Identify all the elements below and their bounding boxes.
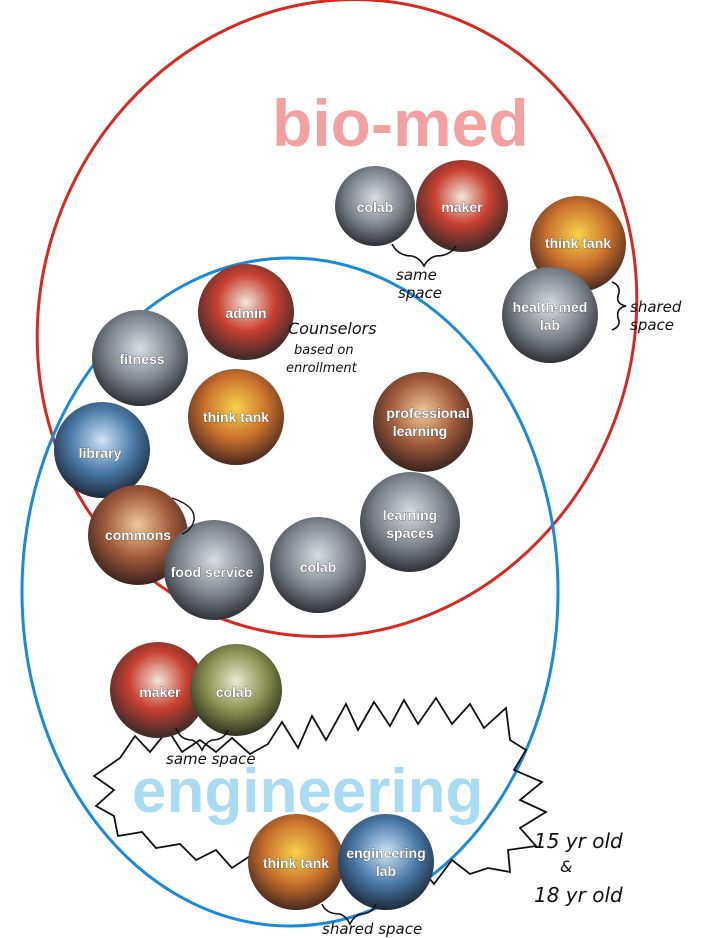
bubble-label: health-med xyxy=(513,299,588,315)
note-same-space-bottom: same space xyxy=(166,750,256,768)
bubble-label: learning xyxy=(383,507,437,523)
bubble-label: colab xyxy=(357,199,394,215)
bubble-label: engineering xyxy=(346,845,425,861)
bubble-label: lab xyxy=(376,863,396,879)
space-bubble-think-tank-bottom: think tank xyxy=(248,814,344,910)
space-bubble-professional-learning: professional learning xyxy=(373,372,473,472)
space-bubble-maker-top: maker xyxy=(416,160,508,252)
bubble-label: colab xyxy=(300,559,337,575)
space-bubble-food-service: food service xyxy=(164,520,264,620)
engineering-burst xyxy=(92,696,548,886)
bubble-label: spaces xyxy=(386,525,434,541)
space-bubble-engineering-lab: engineering lab xyxy=(338,814,434,910)
bubble-label: maker xyxy=(139,684,181,700)
counselor-swoosh xyxy=(171,497,195,535)
note-based-on-1: based on xyxy=(294,343,354,358)
biomed-title: bio-med xyxy=(272,86,529,160)
space-bubble-colab-bottom: colab xyxy=(190,644,282,736)
note-age-1: 15 yr old xyxy=(534,829,623,853)
bracket-shared-space-bottom xyxy=(321,903,377,926)
bubble-label: admin xyxy=(225,305,266,321)
bubble-label: commons xyxy=(105,527,171,543)
bubble-label: food service xyxy=(171,564,254,580)
note-same-space-top-1: same xyxy=(396,266,437,284)
bubble-label: think tank xyxy=(263,855,329,871)
note-age-3: 18 yr old xyxy=(534,883,623,907)
bubble-label: learning xyxy=(393,423,447,439)
space-bubble-colab-mid: colab xyxy=(270,517,366,613)
bubble-label: lab xyxy=(540,317,560,333)
bubble-label: think tank xyxy=(203,409,269,425)
space-bubble-learning-spaces: learning spaces xyxy=(360,472,460,572)
note-counselors: Counselors xyxy=(288,319,377,338)
bubble-label: maker xyxy=(441,199,483,215)
space-bubble-colab-top: colab xyxy=(335,166,415,246)
bubble-label: library xyxy=(79,445,122,461)
space-bubble-commons: commons xyxy=(88,485,188,585)
space-bubble-library: library xyxy=(54,402,150,498)
bracket-same-space-top xyxy=(391,243,457,268)
bubble-label: fitness xyxy=(119,351,164,367)
note-shared-space-right-2: space xyxy=(630,316,674,334)
bracket-same-space-bottom xyxy=(175,727,229,752)
engineering-ring xyxy=(20,256,560,928)
bubble-label: think tank xyxy=(545,235,611,251)
bracket-shared-space-right xyxy=(611,281,627,331)
bubble-label: professional xyxy=(386,405,469,421)
space-bubble-health-med-lab: health-med lab xyxy=(502,267,598,363)
note-based-on-2: enrollment xyxy=(286,361,358,376)
bubble-label: colab xyxy=(216,684,253,700)
note-age-2: & xyxy=(560,857,572,876)
space-bubble-fitness: fitness xyxy=(92,310,188,406)
note-shared-space-bottom: shared space xyxy=(322,920,422,938)
space-bubble-maker-bottom: maker xyxy=(110,642,206,738)
engineering-title: engineering xyxy=(132,757,483,826)
space-bubble-think-tank-mid: think tank xyxy=(188,369,284,465)
space-bubble-admin: admin xyxy=(198,264,294,360)
note-same-space-top-2: space xyxy=(398,284,442,302)
note-shared-space-right-1: shared xyxy=(630,298,682,316)
